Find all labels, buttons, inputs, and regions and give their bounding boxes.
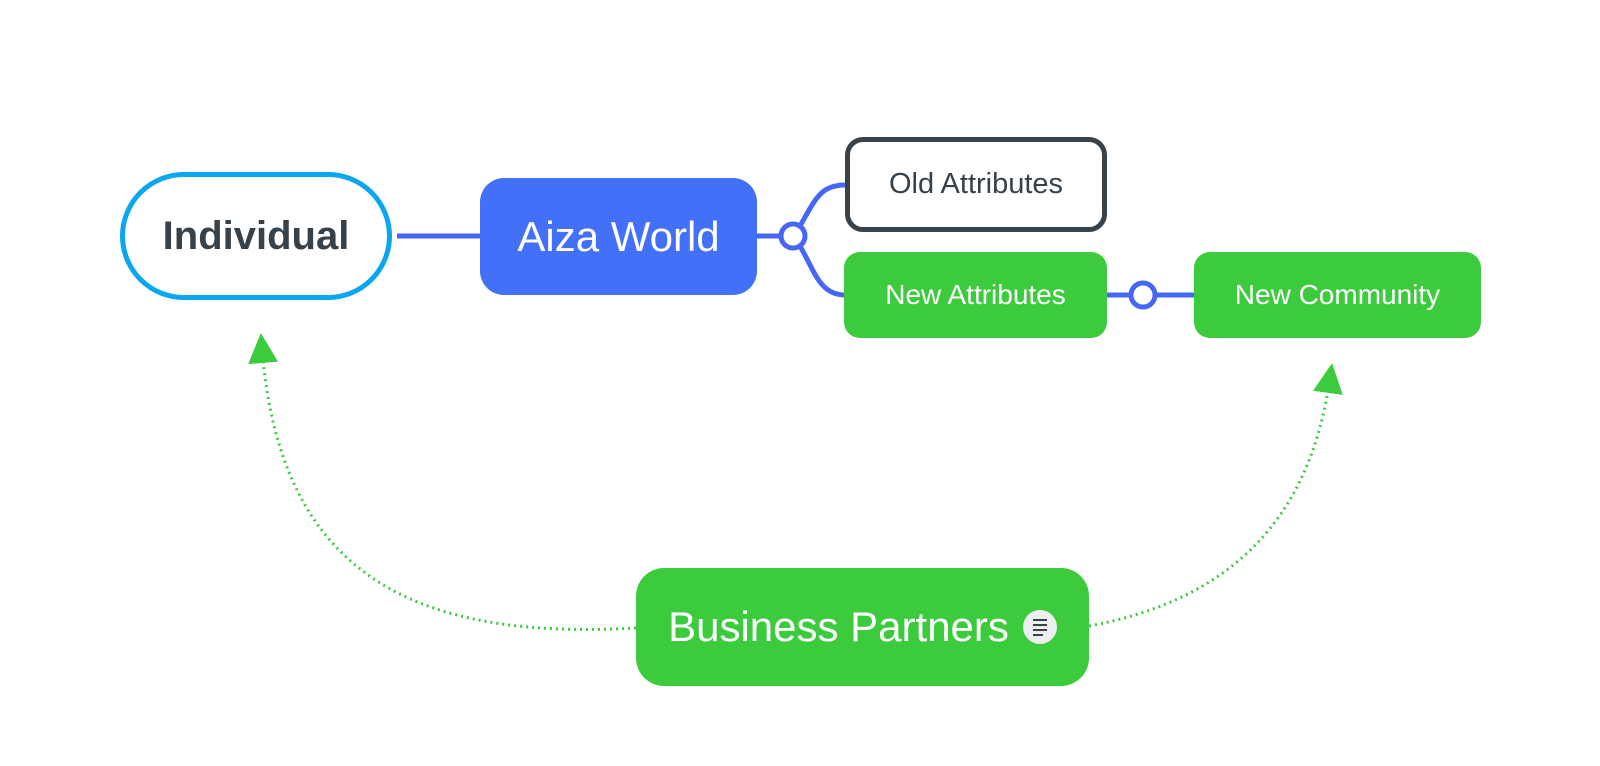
relationship-to-new-community[interactable] [1088, 363, 1343, 628]
node-label: Business Partners [668, 603, 1009, 650]
node-individual[interactable]: Individual [120, 172, 392, 300]
node-new-community[interactable]: New Community [1194, 252, 1481, 338]
node-label: New Community [1234, 279, 1441, 310]
node-new-attributes[interactable]: New Attributes [844, 252, 1107, 338]
connector-to-new-attributes [797, 244, 846, 298]
collapse-toggle-new-attributes[interactable] [1128, 280, 1158, 310]
note-icon[interactable] [1022, 610, 1057, 644]
relationship-to-individual[interactable] [248, 333, 637, 631]
node-label: Old Attributes [888, 168, 1064, 200]
node-old-attributes[interactable]: Old Attributes [845, 137, 1107, 232]
node-label: Aiza World [517, 212, 720, 260]
node-aiza-world[interactable]: Aiza World [480, 178, 757, 295]
node-label: Individual [162, 213, 350, 258]
collapse-toggle-aiza[interactable] [778, 221, 808, 251]
node-label: New Attributes [885, 279, 1066, 310]
connector-to-old-attributes [797, 182, 846, 228]
node-business-partners[interactable]: Business Partners [636, 568, 1089, 686]
